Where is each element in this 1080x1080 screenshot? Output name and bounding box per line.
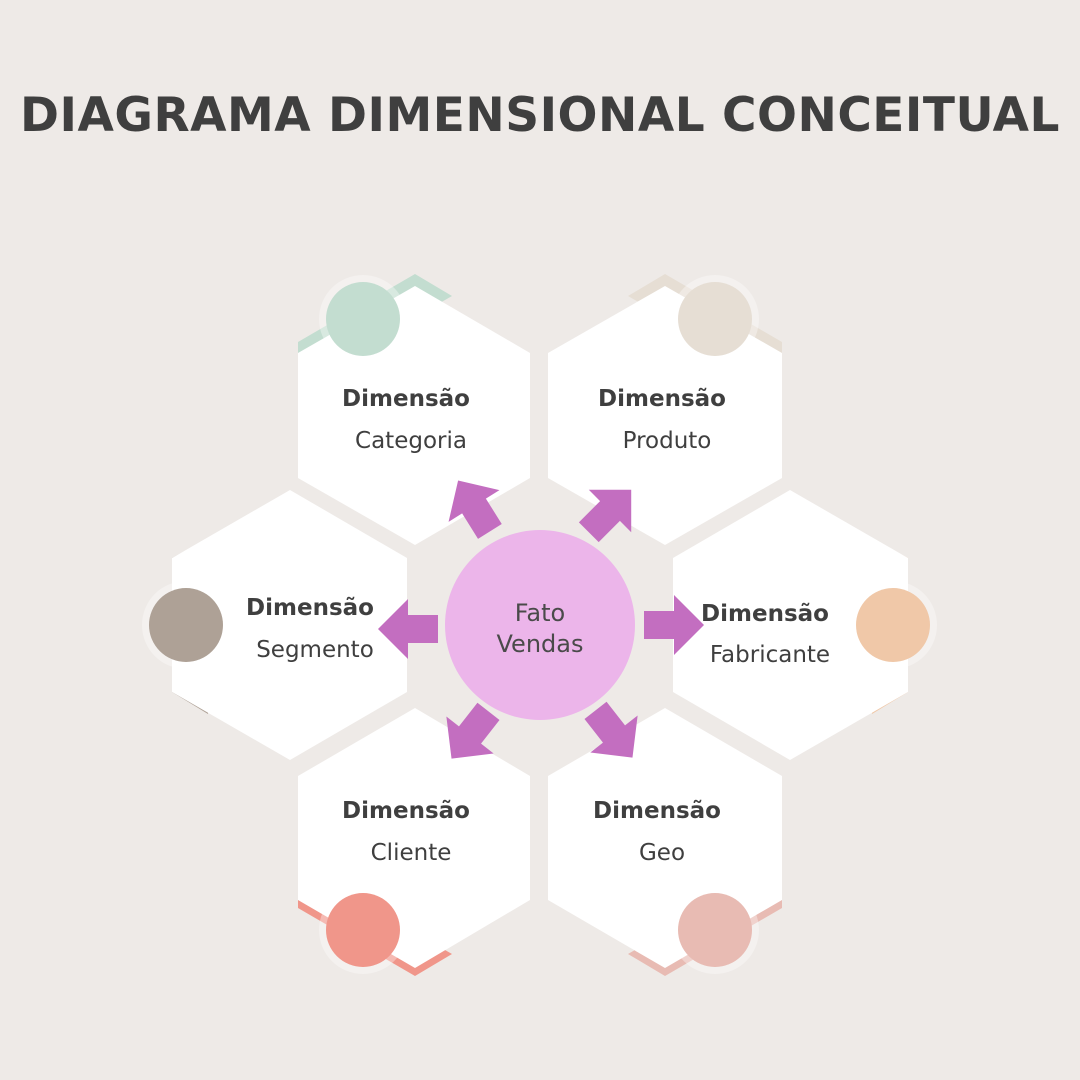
label-fabricante-name: Fabricante <box>710 642 830 668</box>
label-geo-name: Geo <box>639 840 685 866</box>
badge-produto <box>671 275 759 363</box>
page-title: DIAGRAMA DIMENSIONAL CONCEITUAL <box>19 88 1061 143</box>
badge-segmento <box>142 581 230 669</box>
label-fabricante-heading: Dimensão <box>701 601 829 627</box>
hexagon-segmento <box>172 490 407 760</box>
hexagon-fabricante <box>673 490 908 760</box>
label-segmento-name: Segmento <box>256 637 374 663</box>
label-geo-heading: Dimensão <box>593 798 721 824</box>
fact-circle <box>445 530 635 720</box>
label-produto-heading: Dimensão <box>598 386 726 412</box>
arrow-to-categoria-icon <box>448 480 502 539</box>
label-categoria-name: Categoria <box>355 428 467 454</box>
badge-categoria <box>319 275 407 363</box>
label-cliente-heading: Dimensão <box>342 798 470 824</box>
label-categoria-heading: Dimensão <box>342 386 470 412</box>
badge-geo <box>671 886 759 974</box>
label-produto-name: Produto <box>623 428 712 454</box>
fact-label-line1: Fato <box>515 599 565 627</box>
arrow-to-geo-icon <box>584 701 638 758</box>
arrow-to-segmento-icon <box>378 599 438 659</box>
badge-cliente <box>319 886 407 974</box>
label-segmento-heading: Dimensão <box>246 595 374 621</box>
fact-label-line2: Vendas <box>497 630 584 658</box>
arrow-to-cliente-icon <box>446 702 500 759</box>
arrow-to-produto-icon <box>578 489 632 543</box>
arrow-to-fabricante-icon <box>644 595 704 655</box>
label-cliente-name: Cliente <box>371 840 452 866</box>
badge-fabricante <box>849 581 937 669</box>
